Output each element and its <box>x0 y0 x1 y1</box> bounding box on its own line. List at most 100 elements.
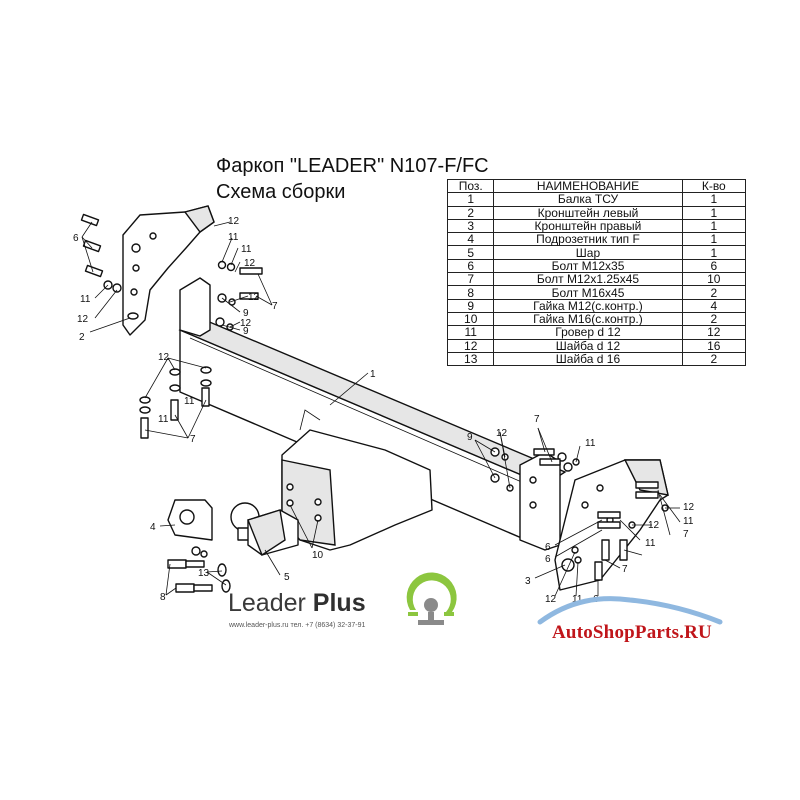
callout-11g: 11 <box>683 516 694 527</box>
callout-11d: 11 <box>158 414 169 425</box>
cell-quantity: 1 <box>681 232 747 247</box>
callout-7b: 7 <box>190 434 196 445</box>
cell-name: Шар <box>493 245 683 260</box>
cell-quantity: 12 <box>681 325 747 340</box>
callout-6c: 6 <box>545 554 551 565</box>
cell-name: Болт М12х35 <box>493 258 683 274</box>
callout-6: 6 <box>73 233 79 244</box>
cell-quantity: 2 <box>681 351 747 367</box>
right-fasteners <box>490 447 669 581</box>
watermark-text: AutoShopParts.RU <box>552 622 712 643</box>
cell-name: Гайка М12(с.контр.) <box>493 298 683 313</box>
cell-name: Гровер d 12 <box>493 325 683 340</box>
brand-name-bold: Plus <box>312 589 366 617</box>
callout-9b: 9 <box>243 326 249 337</box>
cell-position: 6 <box>446 258 495 274</box>
callout-12g: 12 <box>496 428 508 439</box>
cell-name: Гайка М16(с.контр.) <box>493 311 683 327</box>
callout-8: 8 <box>160 592 166 603</box>
cell-name: Шайба d 16 <box>493 351 683 367</box>
callout-1: 1 <box>370 369 376 380</box>
callout-12i: 12 <box>648 520 660 531</box>
left-bracket <box>80 205 215 336</box>
callout-13: 13 <box>198 568 210 579</box>
header-position: Поз. <box>446 178 495 194</box>
cell-position: 1 <box>446 192 495 207</box>
header-quantity: К-во <box>681 178 747 194</box>
leader-plus-logo-icon <box>406 572 457 625</box>
callout-7c: 7 <box>534 414 540 425</box>
parts-table-header: Поз. НАИМЕНОВАНИЕ К-во <box>446 178 747 194</box>
callout-12b: 12 <box>228 216 240 227</box>
socket-plate <box>167 499 213 558</box>
callout-2: 2 <box>79 332 85 343</box>
cell-position: 11 <box>446 325 495 340</box>
cell-position: 3 <box>446 218 495 234</box>
callout-7e: 7 <box>622 564 628 575</box>
callout-12f: 12 <box>158 352 170 363</box>
callout-12c: 12 <box>244 258 256 269</box>
brand-name-light: Leader <box>228 589 313 617</box>
callout-11i: 11 <box>572 594 583 605</box>
callout-12d: 12 <box>248 292 260 303</box>
cell-name: Кронштейн правый <box>493 218 683 234</box>
callout-11: 11 <box>80 294 91 305</box>
callout-11h: 11 <box>645 538 656 549</box>
tow-beam <box>178 277 567 551</box>
callout-11e: 11 <box>184 396 195 407</box>
left-lower-fasteners <box>139 366 212 439</box>
header-name: НАИМЕНОВАНИЕ <box>493 178 683 194</box>
cell-name: Кронштейн левый <box>493 205 683 220</box>
callout-6b: 6 <box>545 542 551 553</box>
callout-7d: 7 <box>683 529 689 540</box>
left-top-fasteners <box>215 260 263 331</box>
cell-name: Подрозетник тип F <box>493 232 683 247</box>
cell-quantity: 1 <box>681 245 747 260</box>
callout-9c: 9 <box>467 432 473 443</box>
callout-12: 12 <box>77 314 89 325</box>
ball-bolts <box>167 559 231 593</box>
cell-quantity: 1 <box>681 192 747 207</box>
callout-11f: 11 <box>585 438 596 449</box>
brand-contact: www.leader-plus.ru тел. +7 (8634) 32-37-… <box>229 622 366 629</box>
page-subtitle: Схема сборки <box>216 181 346 203</box>
cell-position: 10 <box>446 311 495 327</box>
cell-name: Болт М16х45 <box>493 285 683 300</box>
callout-9: 9 <box>243 308 249 319</box>
tow-ball <box>230 502 299 557</box>
cell-position: 2 <box>446 205 495 220</box>
callout-11c: 11 <box>241 244 252 255</box>
cell-name: Болт М12х1.25х45 <box>493 272 683 287</box>
callout-7: 7 <box>272 301 278 312</box>
cell-quantity: 16 <box>681 338 747 353</box>
brand-name: Leader Plus <box>228 589 366 618</box>
cell-position: 5 <box>446 245 495 260</box>
cell-quantity: 6 <box>681 258 747 274</box>
cell-position: 7 <box>446 272 495 287</box>
cell-position: 8 <box>446 285 495 300</box>
page-title: Фаркоп "LEADER" N107-F/FC <box>216 155 489 177</box>
leader-lines <box>81 221 681 597</box>
callout-12j: 12 <box>545 594 557 605</box>
cell-quantity: 2 <box>681 285 747 300</box>
callout-3: 3 <box>525 576 531 587</box>
cell-position: 4 <box>446 232 495 247</box>
cell-quantity: 2 <box>681 311 747 327</box>
cell-quantity: 1 <box>681 218 747 234</box>
cell-name: Балка ТСУ <box>493 192 683 207</box>
cell-quantity: 4 <box>681 298 747 313</box>
callout-10: 10 <box>312 550 324 561</box>
cell-quantity: 1 <box>681 205 747 220</box>
